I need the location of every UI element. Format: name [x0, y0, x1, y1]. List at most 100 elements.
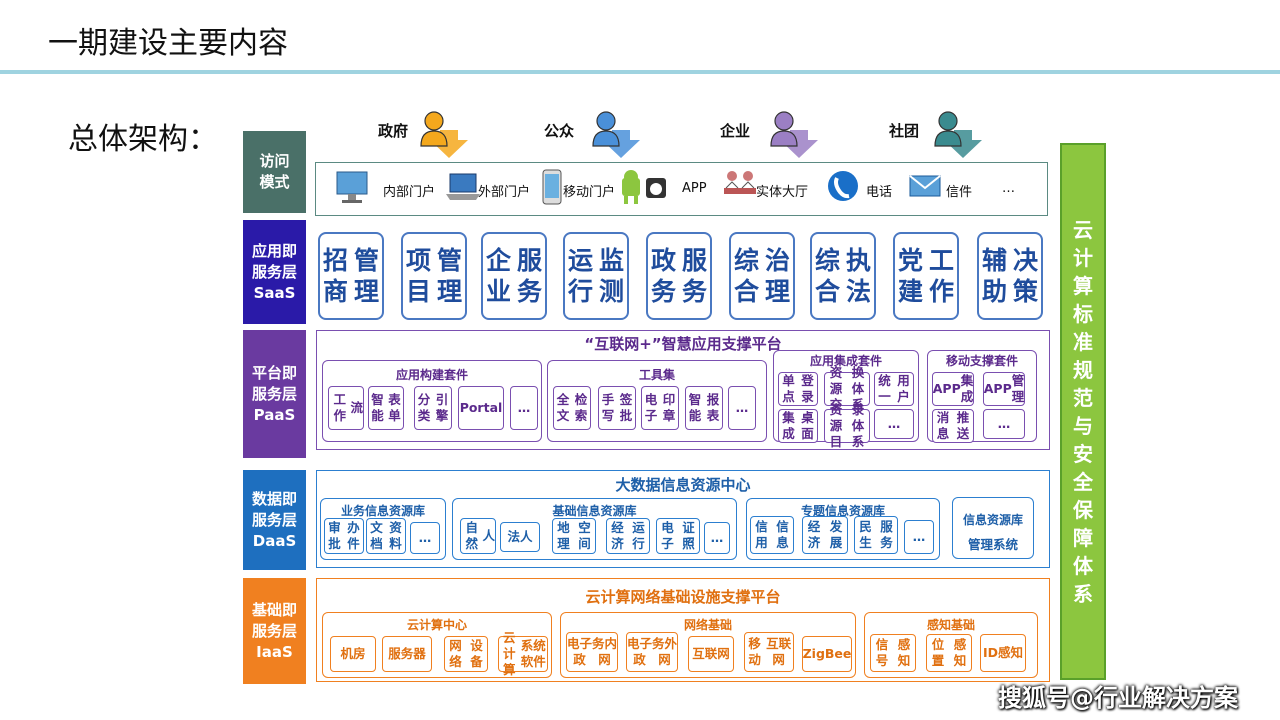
- label-line: …: [418, 530, 432, 545]
- label-line: 治理: [764, 246, 790, 306]
- label-line: 用户: [897, 373, 910, 404]
- service-hall-icon: [724, 171, 756, 194]
- component-cell: 信用信息: [750, 516, 794, 554]
- label-line: SaaS: [253, 283, 296, 302]
- access-channel-label: 外部门户: [478, 185, 531, 200]
- label-line: 表单: [388, 392, 401, 423]
- person-blue-icon: [592, 111, 640, 158]
- label-line: 访问: [259, 152, 290, 170]
- component-cell: …: [728, 386, 756, 430]
- label-line: 位置: [931, 637, 945, 668]
- component-cell: 单点登录: [778, 372, 818, 406]
- label-line: 党建: [897, 246, 923, 306]
- label-line: 监测: [598, 246, 624, 306]
- label-line: 集成: [960, 373, 974, 404]
- label-line: 云计算: [503, 630, 516, 677]
- group-title: 云计算中心: [406, 618, 467, 632]
- label-line: 发展: [829, 519, 843, 550]
- layer-label-access: 访问模式: [243, 131, 306, 213]
- component-cell: 集成桌面: [778, 409, 818, 443]
- label-line: 模式: [259, 173, 290, 191]
- component-group: [746, 498, 940, 560]
- label-line: 管理: [1011, 373, 1025, 404]
- access-channel-label: 内部门户: [383, 185, 436, 200]
- access-channel-label: 电话: [866, 185, 893, 200]
- group-title: 业务信息资源库: [340, 504, 425, 518]
- label-line: 企业: [485, 246, 511, 306]
- person-teal-icon: [934, 111, 982, 158]
- label-line: 管理: [353, 246, 379, 306]
- component-cell: 电子政务外网: [626, 632, 678, 672]
- label-line: 基础即: [251, 600, 297, 619]
- label-line: 签批: [619, 392, 633, 423]
- label-line: DaaS: [252, 531, 297, 550]
- label-line: 人: [482, 528, 495, 543]
- label-line: 印章: [662, 392, 676, 423]
- component-cell: 电子政务内网: [566, 632, 618, 672]
- saas-app-card: 项目管理: [401, 232, 467, 320]
- label-line: 自然: [465, 520, 478, 551]
- person-orange-icon: [420, 111, 468, 158]
- component-group: [452, 498, 737, 560]
- telephone-icon: [828, 171, 858, 201]
- watermark: 搜狐号@行业解决方案: [998, 684, 1238, 712]
- label-line: 应用即: [251, 241, 297, 260]
- iaas-title: 云计算网络基础设施支撑平台: [585, 588, 781, 606]
- label-line: 工作: [928, 246, 954, 306]
- label-line: 信用: [755, 519, 768, 550]
- section-subtitle: 总体架构：: [68, 122, 218, 157]
- saas-app-card: 综合执法: [810, 232, 876, 320]
- label-line: 文档: [370, 520, 383, 551]
- label-line: 集成: [782, 410, 795, 441]
- label-line: 全文: [556, 392, 570, 423]
- component-cell: 经济运行: [606, 518, 650, 554]
- label-line: 平台即: [251, 363, 297, 382]
- label-line: 登录: [801, 373, 814, 404]
- label-line: Portal: [459, 400, 503, 415]
- bar-char: 与: [1073, 413, 1093, 438]
- label-line: 辅助: [981, 246, 1007, 306]
- label-line: 智能: [688, 392, 702, 423]
- label-line: 移动: [748, 636, 761, 667]
- component-cell: 审批办件: [324, 518, 364, 554]
- label-line: 互联网: [766, 636, 792, 667]
- group-title: 感知基础: [926, 618, 975, 632]
- label-line: 消息: [936, 410, 950, 441]
- label-line: 管理: [436, 246, 462, 306]
- label-line: 资源交: [829, 365, 843, 412]
- component-cell: 文档资料: [366, 518, 406, 554]
- component-cell: 统一用户: [874, 372, 914, 406]
- label-line: 项目: [405, 246, 431, 306]
- component-cell: 位置感知: [926, 634, 972, 672]
- component-group: [322, 612, 552, 678]
- user-label: 公众: [544, 122, 575, 140]
- component-cell: Portal: [458, 386, 504, 430]
- label-line: …: [912, 529, 926, 544]
- daas-title: 大数据信息资源中心: [615, 476, 751, 494]
- component-cell: …: [874, 409, 914, 439]
- component-cell: 经济发展: [802, 516, 848, 554]
- label-line: 空间: [578, 520, 591, 551]
- label-line: 运行: [632, 520, 645, 551]
- component-cell: …: [704, 522, 730, 554]
- label-line: 电子: [661, 520, 674, 551]
- component-cell: …: [983, 409, 1025, 439]
- label-line: …: [710, 530, 724, 545]
- label-line: 政务: [650, 246, 676, 306]
- header-divider: [0, 70, 1280, 74]
- label-line: 桌面: [801, 410, 814, 441]
- user-label: 社团: [889, 122, 920, 140]
- label-line: 机房: [340, 646, 366, 661]
- component-cell: 智能表单: [368, 386, 404, 430]
- label-line: 服务层: [251, 384, 297, 403]
- label-line: 务外网: [652, 636, 678, 667]
- component-cell: …: [510, 386, 538, 430]
- label-line: 分类: [417, 392, 431, 423]
- label-line: 引擎: [435, 392, 449, 423]
- label-line: 经济: [807, 519, 821, 550]
- label-line: ID: [982, 645, 998, 660]
- label-line: 招商: [322, 246, 348, 306]
- saas-app-card: 辅助决策: [977, 232, 1043, 320]
